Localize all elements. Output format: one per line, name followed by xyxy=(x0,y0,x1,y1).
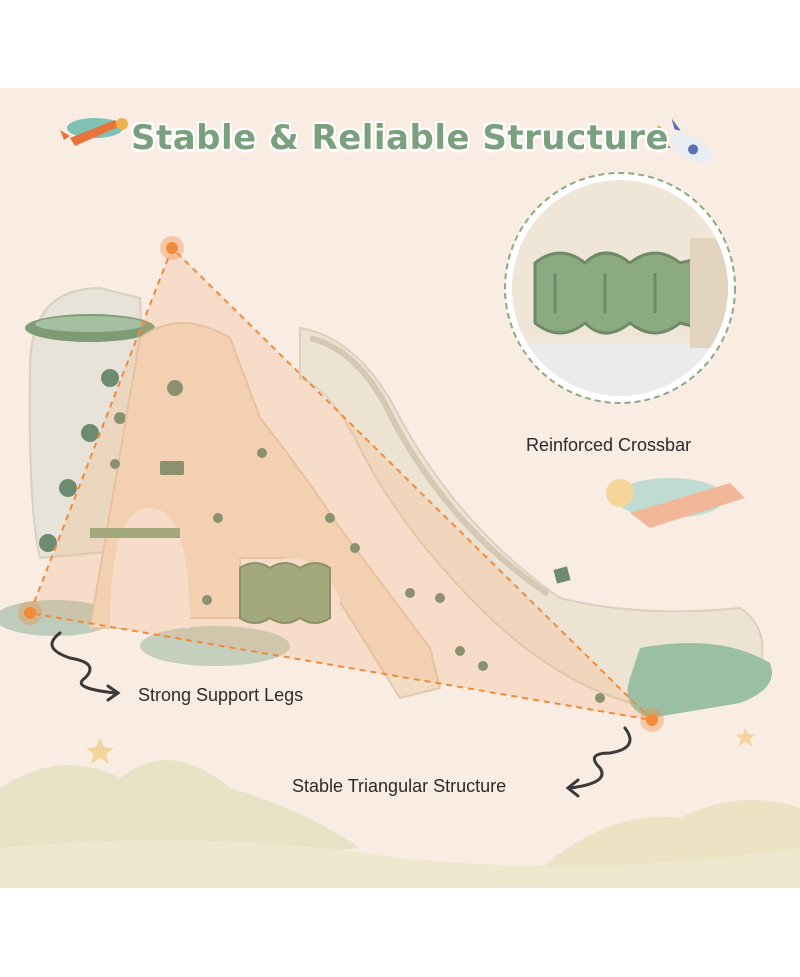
triangle-outline xyxy=(28,247,655,722)
slide-chute xyxy=(299,326,764,710)
slide-rail xyxy=(309,335,550,597)
climbing-holds xyxy=(39,369,126,552)
frame-bolts xyxy=(110,380,605,703)
caption-reinforced-crossbar: Reinforced Crossbar xyxy=(526,435,692,455)
zoomed-crossbar xyxy=(533,251,702,335)
leg-crossbar xyxy=(239,562,331,624)
stability-triangle xyxy=(30,248,652,720)
ground xyxy=(0,840,800,888)
star-icon-right xyxy=(736,728,755,746)
caption-strong-support-legs: Strong Support Legs xyxy=(138,685,304,705)
caption-stable-triangular-structure: Stable Triangular Structure xyxy=(292,776,507,796)
page-title: Stable & Reliable Structure xyxy=(130,118,670,158)
airplane-icon-right xyxy=(606,478,745,528)
leg-shadow-mid xyxy=(140,626,290,666)
step-bar xyxy=(90,528,180,538)
arrow-icon-triangle xyxy=(568,726,632,790)
triangle-markers xyxy=(18,236,664,732)
star-icon xyxy=(86,738,114,764)
slide-base xyxy=(627,643,772,718)
airplane-icon xyxy=(60,118,128,146)
rocket-icon xyxy=(654,118,712,163)
slide-illustration xyxy=(0,118,800,888)
arrow-icon-legs xyxy=(50,631,117,695)
product-image-panel: Stable & Reliable Structure Reinforced C… xyxy=(0,88,800,888)
